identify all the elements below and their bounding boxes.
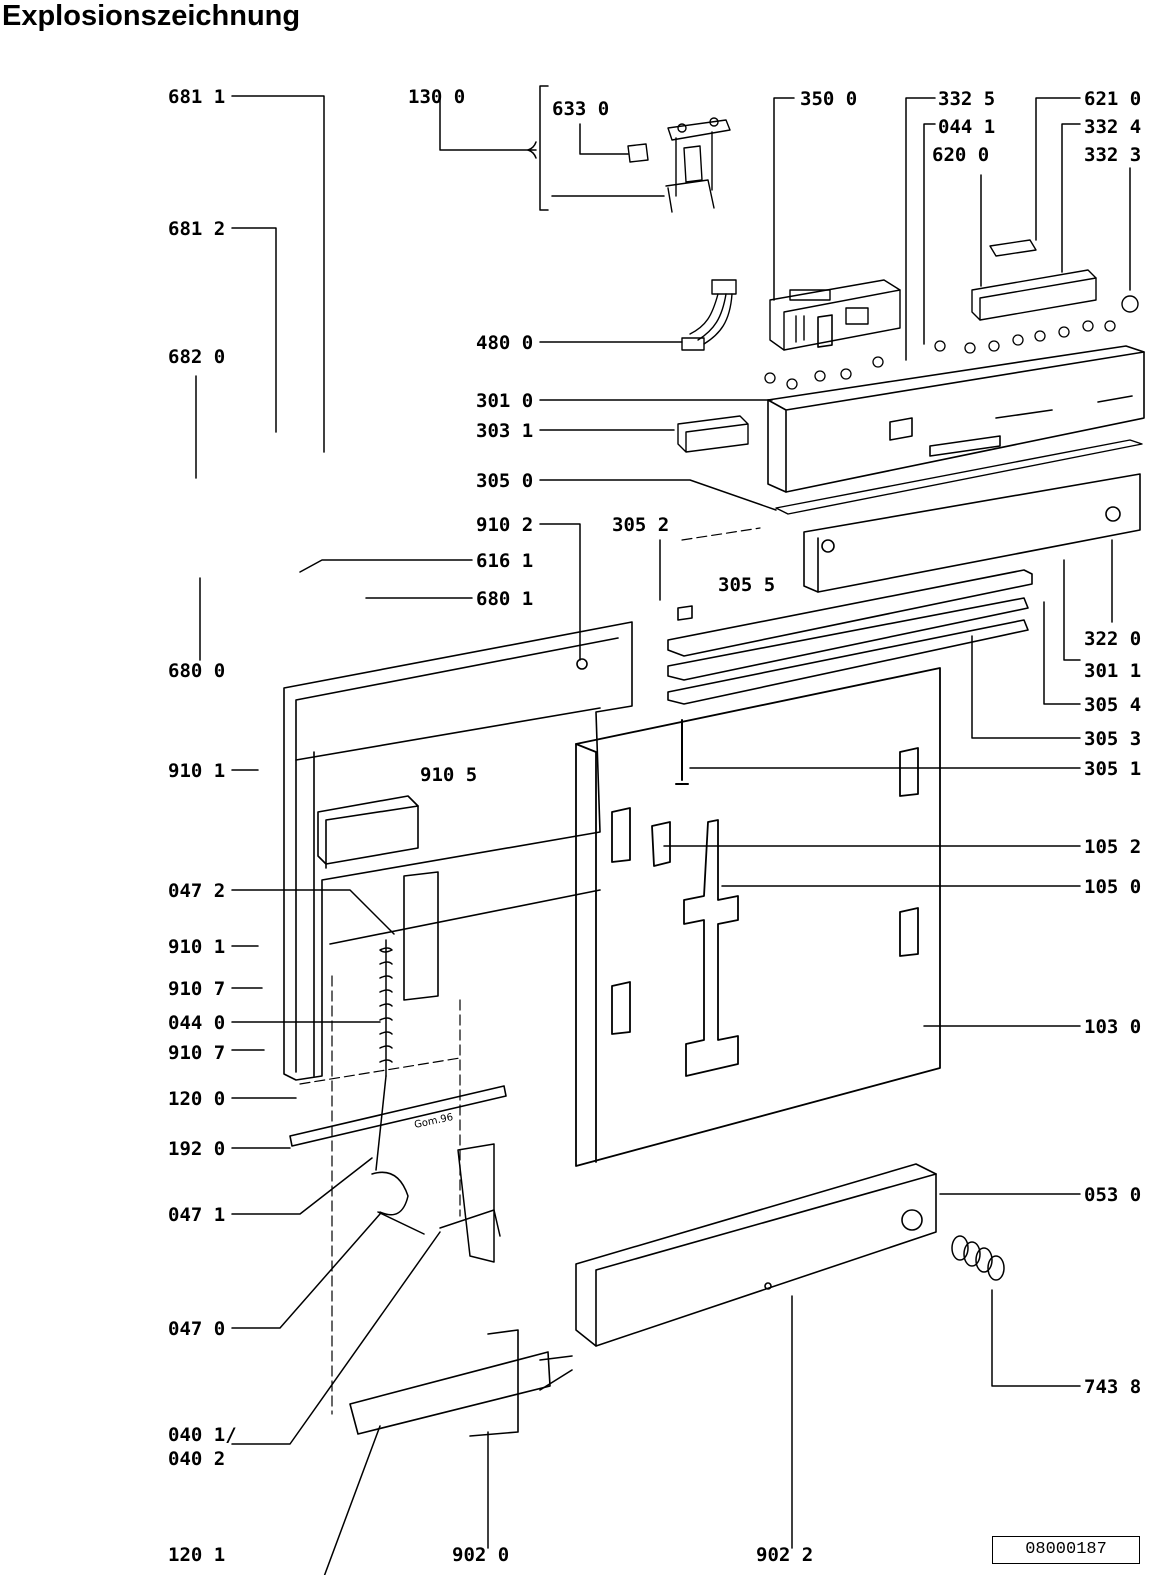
label-301-0: 301 0 bbox=[476, 390, 534, 412]
label-902-2: 902 2 bbox=[756, 1544, 814, 1566]
label-910-5: 910 5 bbox=[420, 764, 478, 786]
label-105-0: 105 0 bbox=[1084, 876, 1142, 898]
label-044-0: 044 0 bbox=[168, 1012, 226, 1034]
label-305-0: 305 0 bbox=[476, 470, 534, 492]
label-322-0: 322 0 bbox=[1084, 628, 1142, 650]
label-910-7-bottom: 910 7 bbox=[168, 1042, 226, 1064]
label-681-1: 681 1 bbox=[168, 86, 226, 108]
label-743-8: 743 8 bbox=[1084, 1376, 1142, 1398]
document-number: 08000187 bbox=[992, 1536, 1140, 1564]
label-305-4: 305 4 bbox=[1084, 694, 1142, 716]
label-621-0: 621 0 bbox=[1084, 88, 1142, 110]
label-350-0: 350 0 bbox=[800, 88, 858, 110]
label-910-7-top: 910 7 bbox=[168, 978, 226, 1000]
leader-lines bbox=[195, 85, 1131, 1575]
label-120-1: 120 1 bbox=[168, 1544, 226, 1566]
label-040-1: 040 1/ bbox=[168, 1424, 237, 1446]
label-105-2: 105 2 bbox=[1084, 836, 1142, 858]
part-303-1 bbox=[677, 415, 749, 453]
page-title: Explosionszeichnung bbox=[2, 0, 301, 32]
label-040-2: 040 2 bbox=[168, 1448, 226, 1470]
label-192-0: 192 0 bbox=[168, 1138, 226, 1160]
strip-305-0 bbox=[775, 439, 1143, 515]
lower-strip bbox=[349, 1329, 573, 1437]
label-303-1: 303 1 bbox=[476, 420, 534, 442]
label-480-0: 480 0 bbox=[476, 332, 534, 354]
label-053-0: 053 0 bbox=[1084, 1184, 1142, 1206]
label-620-0: 620 0 bbox=[932, 144, 990, 166]
alignment-dashes bbox=[299, 527, 761, 1415]
wire-harness bbox=[681, 279, 737, 351]
label-910-2: 910 2 bbox=[476, 514, 534, 536]
label-301-1: 301 1 bbox=[1084, 660, 1142, 682]
label-680-1: 680 1 bbox=[476, 588, 534, 610]
label-681-2: 681 2 bbox=[168, 218, 226, 240]
button-knobs bbox=[764, 320, 1116, 390]
hinge-assembly bbox=[627, 117, 731, 213]
control-board bbox=[769, 279, 901, 351]
door-spring bbox=[375, 939, 393, 1171]
label-902-0: 902 0 bbox=[452, 1544, 510, 1566]
label-682-0: 682 0 bbox=[168, 346, 226, 368]
label-910-1-top: 910 1 bbox=[168, 760, 226, 782]
label-910-1-bottom: 910 1 bbox=[168, 936, 226, 958]
label-130-0: 130 0 bbox=[408, 86, 466, 108]
label-633-0: 633 0 bbox=[552, 98, 610, 120]
label-044-1: 044 1 bbox=[938, 116, 996, 138]
label-332-3: 332 3 bbox=[1084, 144, 1142, 166]
label-305-3: 305 3 bbox=[1084, 728, 1142, 750]
label-103-0: 103 0 bbox=[1084, 1016, 1142, 1038]
label-680-0: 680 0 bbox=[168, 660, 226, 682]
label-332-4: 332 4 bbox=[1084, 116, 1142, 138]
label-047-0: 047 0 bbox=[168, 1318, 226, 1340]
label-305-2: 305 2 bbox=[612, 514, 670, 536]
label-332-5: 332 5 bbox=[938, 88, 996, 110]
front-panel bbox=[803, 473, 1141, 593]
label-120-0: 120 0 bbox=[168, 1088, 226, 1110]
control-panel-housing bbox=[767, 314, 1145, 493]
label-047-2: 047 2 bbox=[168, 880, 226, 902]
screw-305-1 bbox=[675, 719, 689, 785]
rails bbox=[667, 569, 1033, 705]
outer-door-panel bbox=[575, 667, 941, 1167]
label-305-1: 305 1 bbox=[1084, 758, 1142, 780]
label-616-1: 616 1 bbox=[476, 550, 534, 572]
button-board bbox=[971, 239, 1139, 321]
label-305-5: 305 5 bbox=[718, 574, 776, 596]
label-047-1: 047 1 bbox=[168, 1204, 226, 1226]
strip-192-0 bbox=[289, 1085, 507, 1147]
lower-hinge bbox=[371, 1143, 501, 1263]
coil-spring bbox=[951, 1235, 1005, 1281]
inner-door-frame bbox=[283, 621, 633, 1081]
bottom-channel bbox=[575, 1163, 937, 1347]
